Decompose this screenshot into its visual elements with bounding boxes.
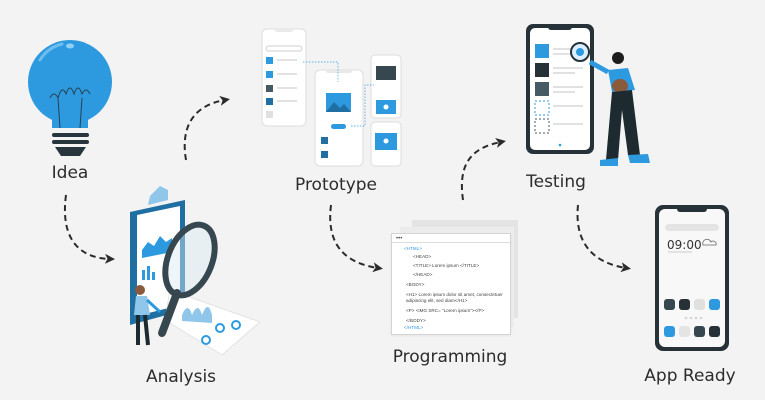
- wireframe-phones-icon: [261, 28, 402, 167]
- code-line: <P> <IMG SRC= "Lorem ipsum"></P>: [406, 308, 485, 313]
- step-label-programming: Programming: [392, 347, 508, 367]
- clipboard-magnifier-icon: [130, 186, 261, 356]
- code-window-icon: ••• <HTML> <HEAD> <TITLE> Lorem ipsum </…: [391, 233, 511, 335]
- code-line: <HEAD>: [413, 254, 432, 259]
- phone-clock: 09:00: [667, 238, 702, 252]
- code-line: <H1> Lorem ipsum dolor sit amet, consect…: [406, 292, 503, 297]
- smartphone-icon: [655, 205, 729, 351]
- code-line: <TITLE> Lorem ipsum </TITLE>: [413, 263, 480, 268]
- arrow-prototype-to-programming: [329, 204, 383, 273]
- lightbulb-icon: [28, 40, 112, 156]
- step-label-analysis: Analysis: [145, 367, 217, 387]
- arrow-analysis-to-prototype: [183, 95, 230, 161]
- code-line: <HTML>: [404, 246, 422, 251]
- step-label-app-ready: App Ready: [644, 366, 736, 386]
- step-label-testing: Testing: [526, 172, 586, 192]
- arrow-idea-to-analysis: [63, 194, 115, 264]
- arrow-testing-to-app-ready: [576, 204, 631, 273]
- code-line: </HEAD>: [413, 272, 433, 277]
- code-line: </BODY>: [406, 318, 426, 323]
- code-line: <BODY>: [406, 282, 425, 287]
- code-line: </HTML>: [404, 325, 424, 330]
- code-line: adipiscing elit, sed diam</H1>: [406, 298, 468, 303]
- phone-bug-test-icon: [526, 24, 650, 166]
- step-label-prototype: Prototype: [294, 175, 378, 195]
- step-label-idea: Idea: [51, 163, 89, 183]
- arrow-programming-to-testing: [461, 138, 506, 201]
- window-dots: •••: [396, 236, 403, 242]
